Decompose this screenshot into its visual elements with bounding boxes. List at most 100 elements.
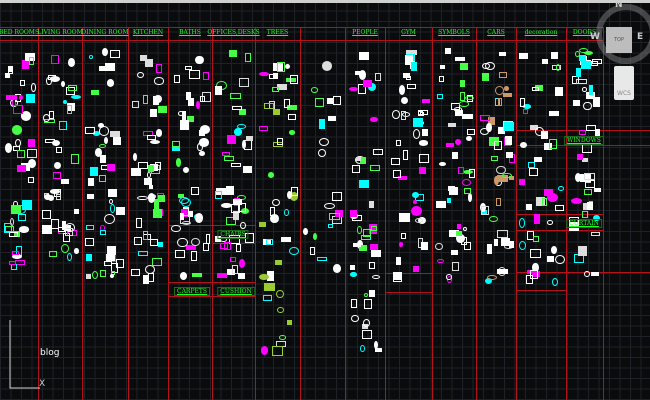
cad-block [557, 185, 564, 191]
cad-block [11, 125, 23, 135]
cad-block [99, 154, 107, 163]
cad-block [268, 74, 274, 79]
row-divider [516, 272, 603, 273]
cad-block [53, 161, 61, 169]
cad-block [447, 123, 456, 128]
cad-block [16, 149, 26, 159]
cad-block [447, 198, 452, 203]
cad-block [465, 135, 473, 142]
cad-block [402, 72, 410, 78]
cad-block [351, 314, 360, 323]
cad-block [66, 252, 72, 261]
cad-block [551, 277, 559, 287]
cad-block [319, 119, 326, 130]
cad-block [362, 229, 372, 237]
cad-block [582, 87, 588, 92]
cad-block [140, 55, 148, 62]
row-divider [168, 225, 255, 226]
cad-block [451, 262, 459, 272]
row-divider [0, 40, 603, 41]
cad-block [315, 98, 324, 107]
cad-block [154, 77, 164, 85]
cad-block [594, 129, 600, 137]
cad-block [107, 79, 115, 87]
column-label: BATHS [179, 29, 201, 36]
cad-block [327, 223, 333, 229]
cad-block [435, 242, 443, 251]
cad-block [181, 220, 191, 225]
column-label: DOORS [572, 29, 597, 36]
column-divider [476, 27, 477, 400]
cad-block [519, 179, 525, 185]
cad-block [85, 127, 96, 135]
cad-block [268, 172, 274, 178]
ucs-y-label: Y [6, 318, 13, 319]
cad-block [260, 346, 269, 355]
cad-block [270, 213, 279, 223]
cad-block [9, 260, 17, 266]
cad-block [157, 105, 167, 113]
cad-block [50, 75, 60, 82]
cad-block [158, 241, 163, 247]
cad-block [529, 168, 538, 177]
cad-block [591, 232, 601, 237]
cad-block [246, 135, 253, 141]
cad-block [273, 73, 278, 79]
cad-block [281, 236, 292, 242]
cad-block [112, 136, 122, 146]
ucs-icon: Y X [6, 318, 45, 389]
cad-block [413, 199, 418, 205]
viewcube-ring[interactable] [596, 4, 650, 64]
cad-block [11, 263, 18, 271]
wcs-menu-button[interactable]: WCS [614, 66, 634, 100]
cad-block [9, 99, 18, 108]
cad-block [392, 272, 403, 280]
cad-block [329, 213, 340, 221]
cad-block [88, 54, 93, 60]
cad-block [185, 245, 196, 251]
cad-block [274, 260, 283, 266]
cad-block [359, 179, 369, 189]
cad-block [109, 130, 120, 138]
compass-east[interactable]: E [637, 32, 644, 42]
cad-block [548, 139, 557, 150]
cad-block [482, 63, 491, 70]
cad-block [15, 138, 22, 147]
cad-block [61, 178, 70, 184]
cad-block [137, 162, 148, 169]
cad-block [110, 204, 116, 213]
cad-block [412, 117, 424, 128]
row-divider [603, 272, 650, 273]
cad-block [541, 197, 547, 206]
cad-block [8, 231, 19, 237]
cad-block [582, 202, 588, 211]
cad-block [259, 126, 269, 131]
cad-block [519, 217, 525, 228]
cad-block [405, 54, 413, 65]
cad-block [574, 173, 581, 183]
column-label: TREES [266, 29, 289, 36]
column-label: DINING ROOM [81, 29, 129, 36]
cad-block [259, 274, 269, 281]
cad-block [104, 213, 115, 224]
cad-block [496, 165, 507, 175]
cad-block [224, 242, 232, 250]
cad-block [284, 208, 290, 217]
cad-block [586, 202, 594, 211]
cad-block [5, 143, 13, 154]
compass-north[interactable]: N [615, 0, 623, 10]
cad-block [103, 261, 112, 266]
column-divider [516, 27, 517, 400]
viewcube-top-face[interactable]: TOP [606, 27, 632, 53]
row-divider [516, 230, 603, 231]
cad-block [532, 270, 541, 278]
cad-block [12, 105, 24, 114]
cad-block [177, 237, 188, 248]
cad-block [106, 253, 116, 262]
cad-block [179, 212, 184, 220]
compass-west[interactable]: W [590, 32, 600, 42]
cad-block [481, 206, 489, 216]
cad-block [554, 205, 565, 211]
cad-block [482, 73, 490, 81]
